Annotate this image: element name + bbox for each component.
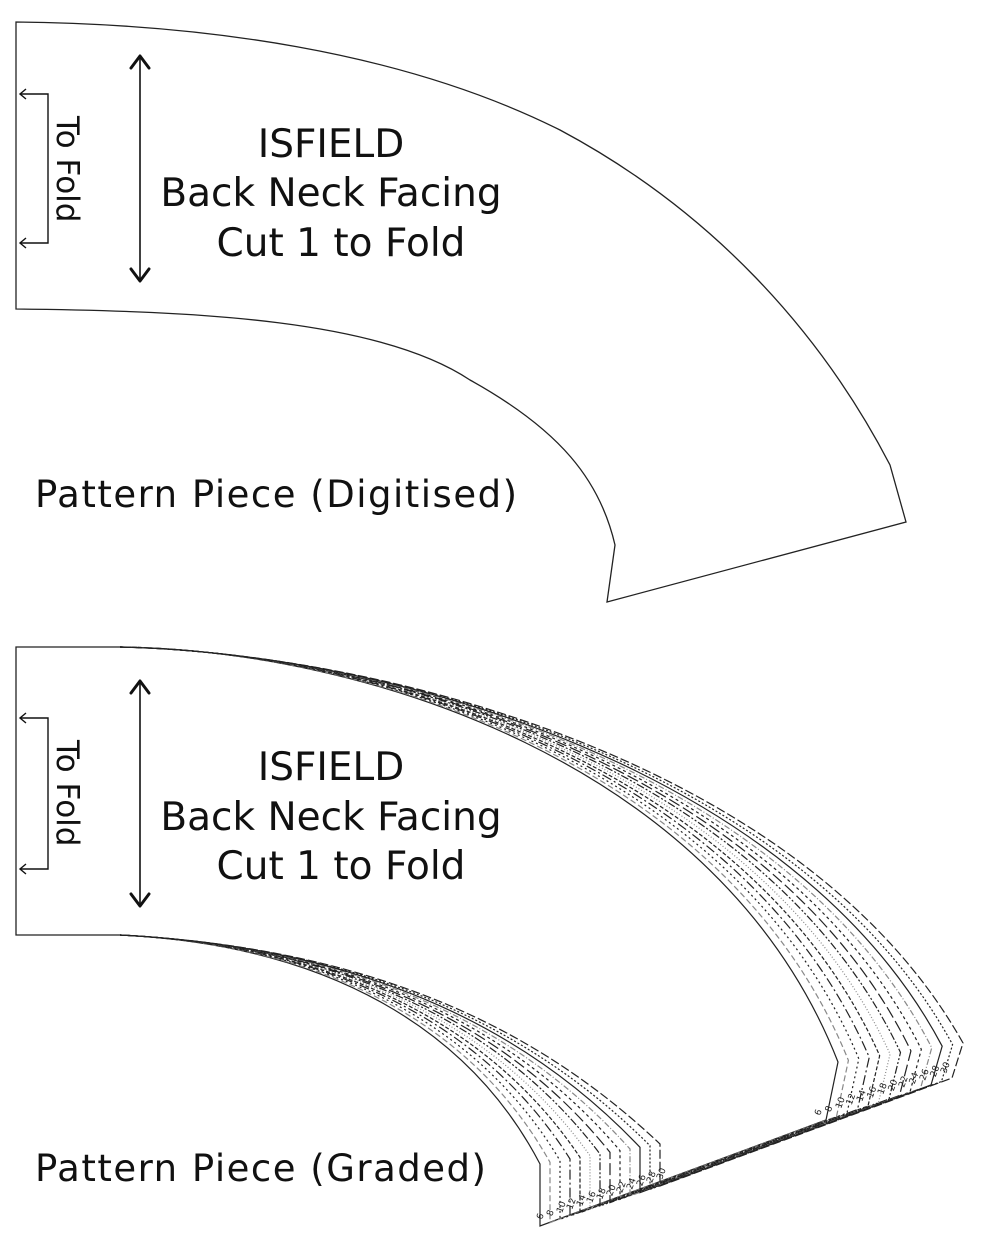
size-label-24: 24 (908, 1071, 921, 1085)
graded-base-outline (15, 646, 120, 936)
fold-label: To Fold (49, 739, 85, 846)
size-label-inner-26: 26 (635, 1173, 648, 1187)
size-label-26: 26 (918, 1068, 931, 1082)
piece-subtitle: Back Neck Facing (160, 795, 501, 840)
size-label-inner-12: 12 (565, 1197, 578, 1211)
size-outline-16 (119, 646, 891, 1211)
size-label-inner-10: 10 (555, 1200, 568, 1214)
size-label-8: 8 (824, 1104, 835, 1113)
size-label-inner-28: 28 (645, 1170, 658, 1184)
size-label-12: 12 (845, 1092, 858, 1106)
graded-heading: Pattern Piece (Graded) (35, 1147, 487, 1190)
graded-size-labels: 6688101012121414161618182020222224242626… (535, 1061, 952, 1221)
size-label-10: 10 (834, 1096, 847, 1110)
graded-pattern-piece: 6688101012121414161618182020222224242626… (15, 646, 964, 1227)
size-label-inner-24: 24 (625, 1177, 638, 1191)
size-outline-6 (119, 646, 839, 1227)
graded-size-lines (119, 646, 964, 1227)
piece-title: ISFIELD (258, 745, 405, 790)
size-outline-26 (119, 646, 943, 1194)
digitised-outline (15, 21, 907, 603)
size-label-22: 22 (897, 1075, 910, 1089)
size-label-inner-8: 8 (545, 1209, 556, 1218)
piece-subtitle: Back Neck Facing (160, 171, 501, 216)
size-label-14: 14 (855, 1089, 868, 1103)
size-label-18: 18 (876, 1082, 889, 1096)
size-outline-12 (119, 646, 870, 1217)
size-label-inner-16: 16 (585, 1190, 598, 1204)
fold-bracket (18, 712, 49, 875)
grainline-arrow (129, 679, 151, 908)
piece-instruction: Cut 1 to Fold (217, 221, 466, 266)
grainline-arrow (129, 54, 151, 283)
size-label-6: 6 (813, 1108, 824, 1117)
size-label-inner-14: 14 (575, 1193, 588, 1207)
size-label-20: 20 (887, 1078, 900, 1092)
size-label-28: 28 (929, 1064, 942, 1078)
size-label-inner-18: 18 (595, 1187, 608, 1201)
size-label-inner-6: 6 (535, 1212, 546, 1221)
fold-label: To Fold (49, 115, 85, 222)
size-outline-8 (119, 646, 850, 1224)
size-outline-14 (119, 646, 881, 1214)
digitised-pattern-piece: To Fold ISFIELD Back Neck Facing Cut 1 t… (15, 21, 907, 603)
size-label-inner-20: 20 (605, 1183, 618, 1197)
piece-instruction: Cut 1 to Fold (217, 844, 466, 889)
size-outline-10 (119, 646, 860, 1221)
size-label-inner-30: 30 (655, 1167, 668, 1181)
size-outline-22 (119, 646, 922, 1201)
fold-bracket (18, 88, 49, 249)
digitised-heading: Pattern Piece (Digitised) (35, 473, 519, 516)
piece-title: ISFIELD (258, 122, 405, 167)
size-label-30: 30 (939, 1061, 952, 1075)
size-outline-20 (119, 646, 912, 1204)
size-label-16: 16 (866, 1085, 879, 1099)
size-outline-30 (119, 646, 964, 1187)
size-label-inner-22: 22 (615, 1180, 628, 1194)
